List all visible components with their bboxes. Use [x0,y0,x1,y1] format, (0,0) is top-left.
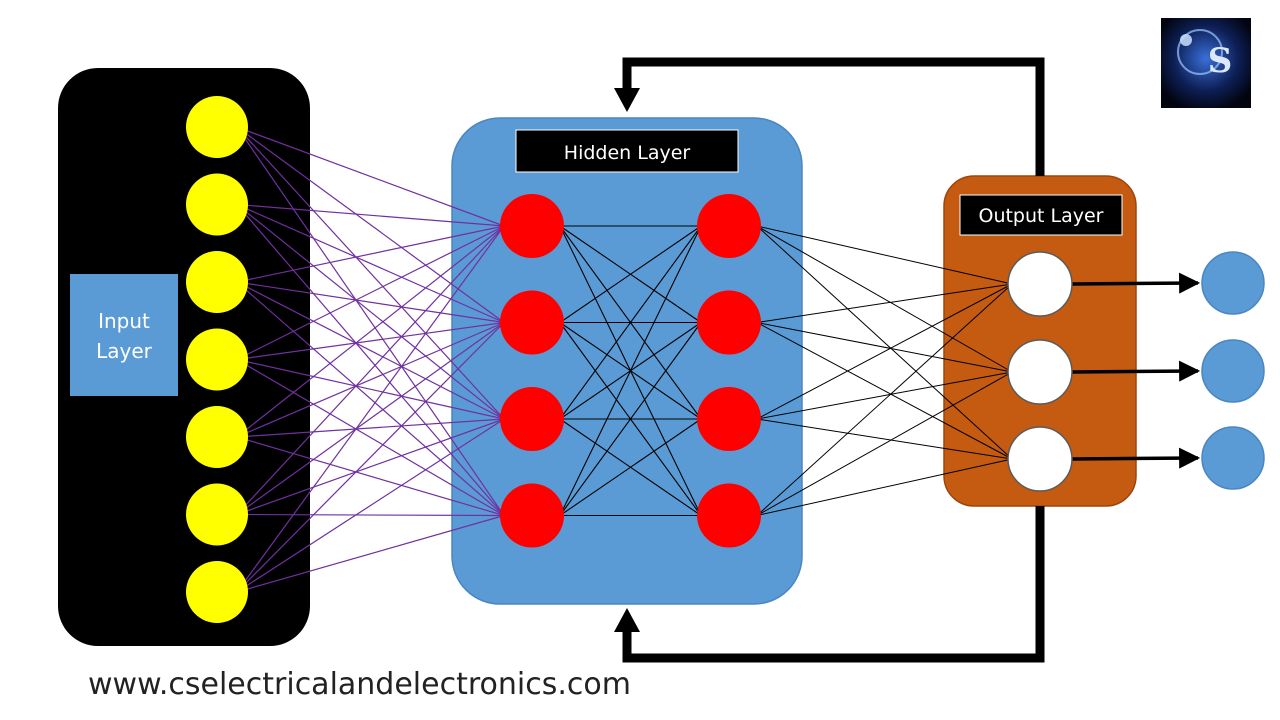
input-node-7 [186,561,248,623]
input-hidden-link [236,126,505,516]
input-hidden-link [236,126,505,227]
hidden-output-link [756,322,1013,373]
input-hidden-link [236,281,505,324]
input-hidden-link [236,225,505,515]
hidden-hidden-link [559,225,702,516]
hidden-output-link [756,283,1013,420]
input-hidden-link [236,436,505,517]
hidden-node-c2-4 [697,483,761,548]
input-hidden-link [236,203,505,227]
input-node-2 [186,173,248,236]
result-node-3 [1201,426,1265,490]
feedback-arrowhead-bottom [614,608,640,632]
output-arrow-2 [1071,360,1201,382]
output-arrows [1071,272,1201,469]
hidden-output-link [756,371,1013,420]
input-layer-label-line1: Input [98,309,150,333]
nodes [186,96,1265,623]
input-hidden-link [236,126,505,323]
hidden-hidden-link [559,225,702,323]
output-arrow-1 [1071,272,1201,294]
feedback-loop-bottom [614,506,1045,663]
input-hidden-link [236,322,505,593]
site-logo: S [1161,18,1251,108]
input-hidden-link [236,126,505,420]
hidden-layer-label: Hidden Layer [564,142,691,164]
hidden-output-link [756,283,1013,516]
hidden-node-c1-4 [500,483,564,548]
input-hidden-link [236,225,505,283]
hidden-node-c1-3 [500,387,564,451]
input-layer-label-box [70,274,178,396]
input-layer-label-line2: Layer [96,339,153,363]
hidden-layer-label-box [515,129,739,173]
input-node-6 [186,483,248,546]
input-node-4 [186,328,248,391]
logo-letter: S [1208,41,1233,81]
feedback-loop-top [614,57,1045,176]
hidden-output-link [756,225,1013,373]
output-layer-label: Output Layer [978,205,1103,227]
input-hidden-link [236,204,505,516]
input-hidden-link [236,225,505,593]
hidden-hidden-link [559,225,702,420]
hidden-node-c2-2 [697,290,761,355]
output-node-3 [1007,426,1073,492]
hidden-node-c1-2 [500,290,564,355]
result-node-2 [1201,339,1265,403]
hidden-output-link [756,458,1013,516]
result-node-1 [1201,251,1265,315]
hidden-output-link [756,225,1013,460]
input-hidden-link [236,281,505,516]
hidden-hidden-link [559,418,702,516]
hidden-output-link [756,371,1013,516]
input-hidden-link [236,418,505,438]
hidden-node-c2-1 [697,194,761,258]
connection-lines [236,126,1013,593]
output-node-1 [1007,251,1073,317]
input-hidden-link [236,321,505,361]
input-hidden-link [236,513,505,517]
input-hidden-link [236,358,505,517]
input-hidden-link [236,203,505,324]
hidden-output-link [756,418,1013,460]
input-hidden-link [236,321,505,438]
input-hidden-link [236,225,505,438]
input-hidden-link [236,418,505,516]
input-node-1 [186,96,248,158]
input-node-3 [186,251,248,313]
feedback-arrowhead-top [614,88,640,112]
output-arrow-3 [1071,447,1201,469]
hidden-output-link [756,283,1013,323]
input-hidden-link [236,418,505,593]
output-layer-label-box [959,194,1123,236]
input-hidden-link [236,322,505,515]
input-hidden-link [236,281,505,420]
hidden-node-c2-3 [697,387,761,451]
hidden-node-c1-1 [500,194,564,258]
hidden-output-link [756,225,1013,285]
output-node-2 [1007,339,1073,405]
website-url: www.cselectricalandelectronics.com [88,667,631,702]
input-hidden-link [236,358,505,420]
input-hidden-link [236,204,505,420]
input-hidden-link [236,514,505,593]
hidden-hidden-link [559,322,702,516]
input-node-5 [186,406,248,468]
input-hidden-link [236,225,505,361]
hidden-output-link [756,322,1013,460]
